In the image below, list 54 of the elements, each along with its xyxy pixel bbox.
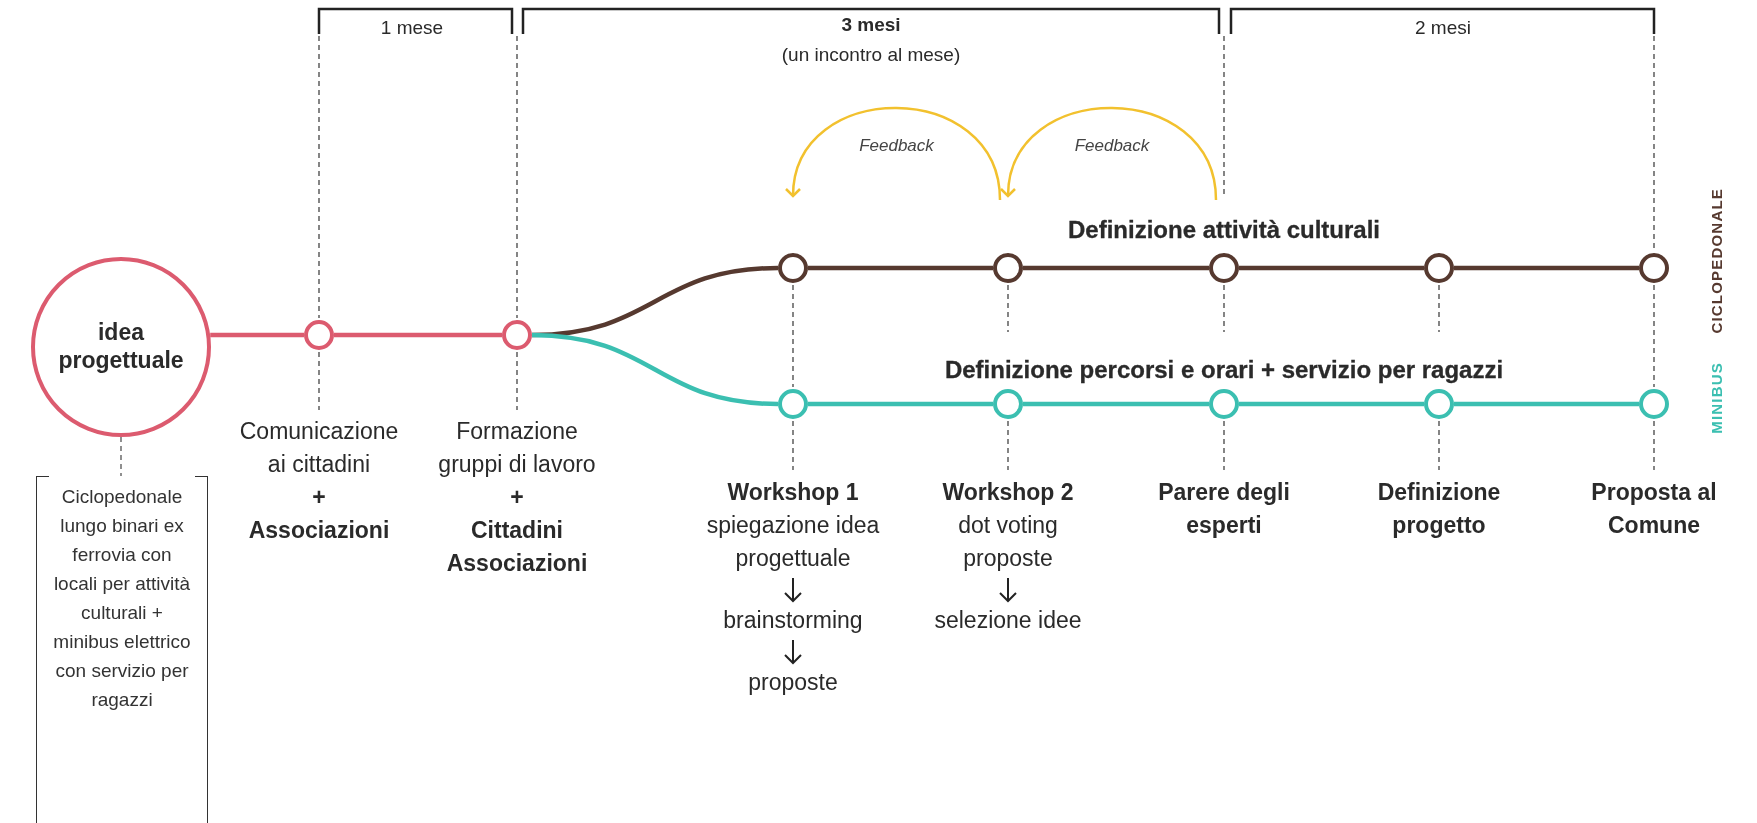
- timeline-line: [808, 401, 993, 407]
- timeline-line: [1454, 265, 1639, 271]
- feedback-arrow: [1000, 106, 1218, 201]
- node-title: idea progettuale: [57, 319, 185, 375]
- timeline-line: [531, 332, 779, 407]
- edge-label: Feedback: [1074, 136, 1150, 156]
- timeline-line: [1239, 401, 1424, 407]
- line-name: CICLOPEDONALE: [1708, 188, 1725, 334]
- description-box: Ciclopedonale lungo binari ex ferrovia con locali per attività culturali + minibus elettrico con servizio per ragazzi: [36, 476, 208, 823]
- step-caption: dot voting proposte: [957, 511, 1059, 573]
- timeline-node: [1424, 253, 1454, 283]
- timeline-node: [1209, 389, 1239, 419]
- step-title: +: [510, 483, 524, 512]
- timeline-line: [808, 265, 993, 271]
- step-caption: spiegazione idea progettuale: [705, 511, 881, 573]
- dashed-connector: [120, 436, 122, 477]
- line-name: MINIBUS: [1708, 362, 1725, 434]
- timeline-node: [502, 320, 532, 350]
- timeline-line: [334, 332, 502, 338]
- timeline-node: [993, 389, 1023, 419]
- step-caption: proposte: [748, 668, 838, 697]
- timeline-node: [1639, 253, 1669, 283]
- step-caption: brainstorming: [723, 606, 863, 635]
- timeline-node: [778, 389, 808, 419]
- step-title: Workshop 1: [727, 478, 859, 507]
- step-title: Associazioni: [248, 516, 390, 545]
- timeline-line: [1239, 265, 1424, 271]
- timeline-node: [778, 253, 808, 283]
- line-label: Definizione attività culturali: [1068, 216, 1380, 244]
- period-label: 3 mesi: [841, 14, 901, 36]
- timeline-node: [1209, 253, 1239, 283]
- period-label: (un incontro al mese): [781, 44, 961, 66]
- step-title: Parere degli esperti: [1157, 478, 1291, 540]
- line-label: Definizione percorsi e orari + servizio per ragazzi: [944, 356, 1504, 384]
- period-label: 1 mese: [380, 17, 444, 39]
- timeline-node: [304, 320, 334, 350]
- step-title: Definizione progetto: [1376, 478, 1502, 540]
- timeline-line: [1454, 401, 1639, 407]
- step-title: Cittadini Associazioni: [445, 516, 589, 578]
- step-caption: Comunicazione ai cittadini: [238, 417, 400, 479]
- step-caption: selezione idee: [934, 606, 1082, 635]
- step-title: +: [312, 483, 326, 512]
- timeline-node: [1639, 389, 1669, 419]
- step-title: Workshop 2: [942, 478, 1074, 507]
- feedback-arrow: [785, 106, 1002, 201]
- step-title: Proposta al Comune: [1590, 478, 1718, 540]
- timeline-node: [1424, 389, 1454, 419]
- edge-label: Feedback: [859, 136, 934, 156]
- timeline-line: [1023, 265, 1209, 271]
- timeline-node: [993, 253, 1023, 283]
- timeline-line: [1023, 401, 1209, 407]
- timeline-line: [210, 332, 304, 338]
- period-label: 2 mesi: [1415, 17, 1471, 39]
- step-caption: Formazione gruppi di lavoro: [437, 417, 597, 479]
